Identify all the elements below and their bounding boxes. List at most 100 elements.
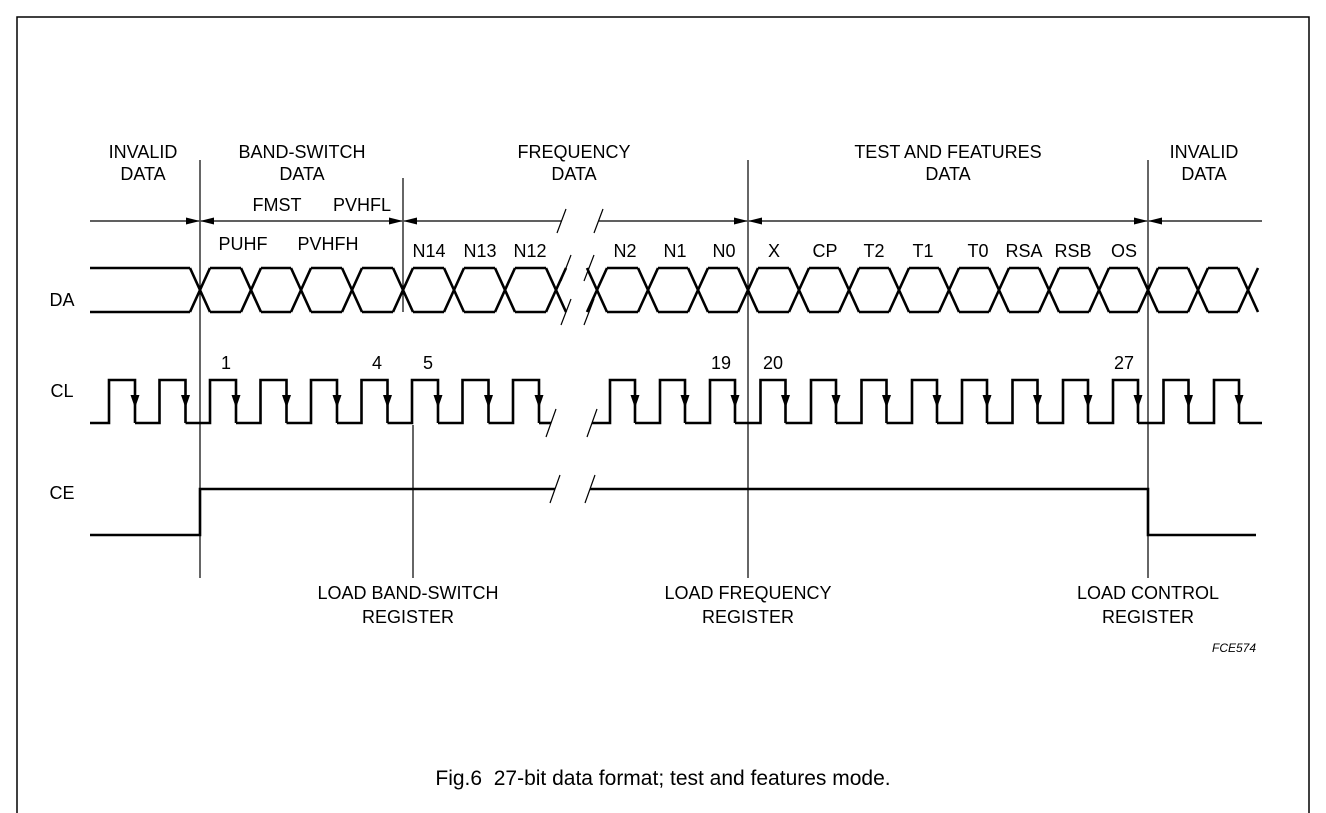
- cl-clock-pulse: [387, 378, 440, 425]
- cl-clock-pulse: [90, 378, 137, 425]
- break-mark: [586, 408, 598, 438]
- cl-clock-pulse: [286, 378, 339, 425]
- break-mark: [560, 254, 572, 282]
- cl-falling-edge-arrow: [630, 395, 640, 408]
- figure-caption: Fig.6 27-bit data format; test and featu…: [435, 767, 890, 790]
- break-mark: [549, 474, 561, 504]
- da-bit-transition: [686, 267, 710, 313]
- bit-label: T1: [912, 241, 933, 261]
- clock-number: 5: [423, 353, 433, 373]
- break-mark: [583, 298, 595, 326]
- bit-label: PVHFL: [333, 195, 391, 215]
- cl-falling-edge-arrow: [1083, 395, 1093, 408]
- da-bit-transition: [239, 267, 263, 313]
- cl-falling-edge-arrow: [831, 395, 841, 408]
- signal-label-da: DA: [49, 290, 74, 310]
- cl-falling-edge-arrow: [1033, 395, 1042, 408]
- bit-label: PUHF: [219, 234, 268, 254]
- da-bit-transition: [585, 267, 609, 313]
- da-bit-transition: [1037, 267, 1061, 313]
- arrowhead-left: [748, 217, 762, 225]
- load-frequency-label: LOAD FREQUENCY: [664, 583, 831, 603]
- figure-frame: [16, 16, 1310, 813]
- bit-label: N13: [463, 241, 496, 261]
- cl-falling-edge-arrow: [484, 395, 493, 408]
- da-bit-transition: [787, 267, 811, 313]
- da-bit-transition: [987, 267, 1011, 313]
- break-mark: [593, 208, 604, 234]
- ce-waveform-segment: [590, 487, 1256, 537]
- load-event-labels: LOAD BAND-SWITCH REGISTER LOAD FREQUENCY…: [317, 583, 1219, 627]
- bit-label: PVHFH: [297, 234, 358, 254]
- cl-falling-edge-arrow: [534, 395, 544, 408]
- cl-clock-pulse: [1088, 378, 1140, 425]
- frequency-bit-labels: N14 N13 N12 N2 N1 N0: [412, 241, 735, 261]
- break-mark: [545, 408, 557, 438]
- cl-break-marks: [545, 408, 598, 438]
- section-invalid-right-title: INVALID: [1170, 142, 1239, 162]
- cl-clock-pulse: [836, 378, 888, 425]
- cl-falling-edge-arrow: [882, 395, 891, 408]
- load-control-label: LOAD CONTROL: [1077, 583, 1219, 603]
- cl-waveform: [90, 378, 1262, 425]
- cl-clock-pulse: [337, 378, 389, 425]
- bit-label: CP: [812, 241, 837, 261]
- cl-clock-pulse: [488, 378, 541, 425]
- bit-label: OS: [1111, 241, 1137, 261]
- cl-clock-pulse: [987, 378, 1039, 425]
- da-bit-transition: [289, 267, 313, 313]
- cl-clock-pulse: [735, 378, 787, 425]
- ce-waveform: [90, 474, 1256, 537]
- cl-falling-edge-arrow: [982, 395, 992, 408]
- break-mark: [583, 254, 595, 282]
- arrowhead-left: [1148, 217, 1162, 225]
- cl-clock-pulse: [185, 378, 238, 425]
- clock-number: 27: [1114, 353, 1134, 373]
- cl-falling-edge-arrow: [1184, 395, 1193, 408]
- cl-falling-edge-arrow: [282, 395, 291, 408]
- section-headers: INVALID DATA BAND-SWITCH DATA FREQUENCY …: [109, 142, 1239, 184]
- arrowhead-left: [200, 217, 214, 225]
- bit-label: N2: [613, 241, 636, 261]
- cl-falling-edge-arrow: [730, 395, 740, 408]
- signal-label-ce: CE: [49, 483, 74, 503]
- cl-falling-edge-arrow: [383, 395, 392, 408]
- section-band-switch-subtitle: DATA: [279, 164, 324, 184]
- break-mark: [560, 298, 572, 326]
- bit-label: T0: [967, 241, 988, 261]
- da-bit-transition: [1186, 267, 1210, 313]
- bit-label: N14: [412, 241, 445, 261]
- ce-waveform-segment: [90, 487, 555, 537]
- cl-clock-pulse: [937, 378, 989, 425]
- da-bit-transition: [887, 267, 911, 313]
- cl-clock-pulse: [135, 378, 187, 425]
- cl-clock-pulse: [635, 378, 687, 425]
- da-bit-transition: [1236, 267, 1260, 313]
- cl-clock-pulse: [592, 378, 637, 425]
- da-bit-transition: [837, 267, 861, 313]
- cl-clock-pulse: [1037, 378, 1090, 425]
- bit-label: T2: [863, 241, 884, 261]
- cl-falling-edge-arrow: [781, 395, 790, 408]
- section-invalid-right-subtitle: DATA: [1181, 164, 1226, 184]
- da-bit-transition: [188, 267, 212, 313]
- band-switch-bit-labels: PUHF FMST PVHFH PVHFL: [219, 195, 392, 254]
- cl-clock-pulse: [438, 378, 490, 425]
- signal-label-cl: CL: [50, 381, 73, 401]
- cl-clock-pulse: [785, 378, 838, 425]
- cl-clock-pulse: [886, 378, 939, 425]
- load-control-label-line2: REGISTER: [1102, 607, 1194, 627]
- section-invalid-left-subtitle: DATA: [120, 164, 165, 184]
- arrowhead-right: [186, 217, 200, 225]
- arrowhead-left: [403, 217, 417, 225]
- cl-falling-edge-arrow: [181, 395, 190, 408]
- cl-falling-edge-arrow: [130, 395, 140, 408]
- break-mark: [556, 208, 567, 234]
- cl-falling-edge-arrow: [680, 395, 690, 408]
- arrowhead-right: [1134, 217, 1148, 225]
- da-bit-transition: [736, 267, 760, 313]
- load-frequency-label-line2: REGISTER: [702, 607, 794, 627]
- section-span-arrows: [90, 208, 1262, 234]
- cl-clock-pulse: [236, 378, 288, 425]
- cl-falling-edge-arrow: [332, 395, 342, 408]
